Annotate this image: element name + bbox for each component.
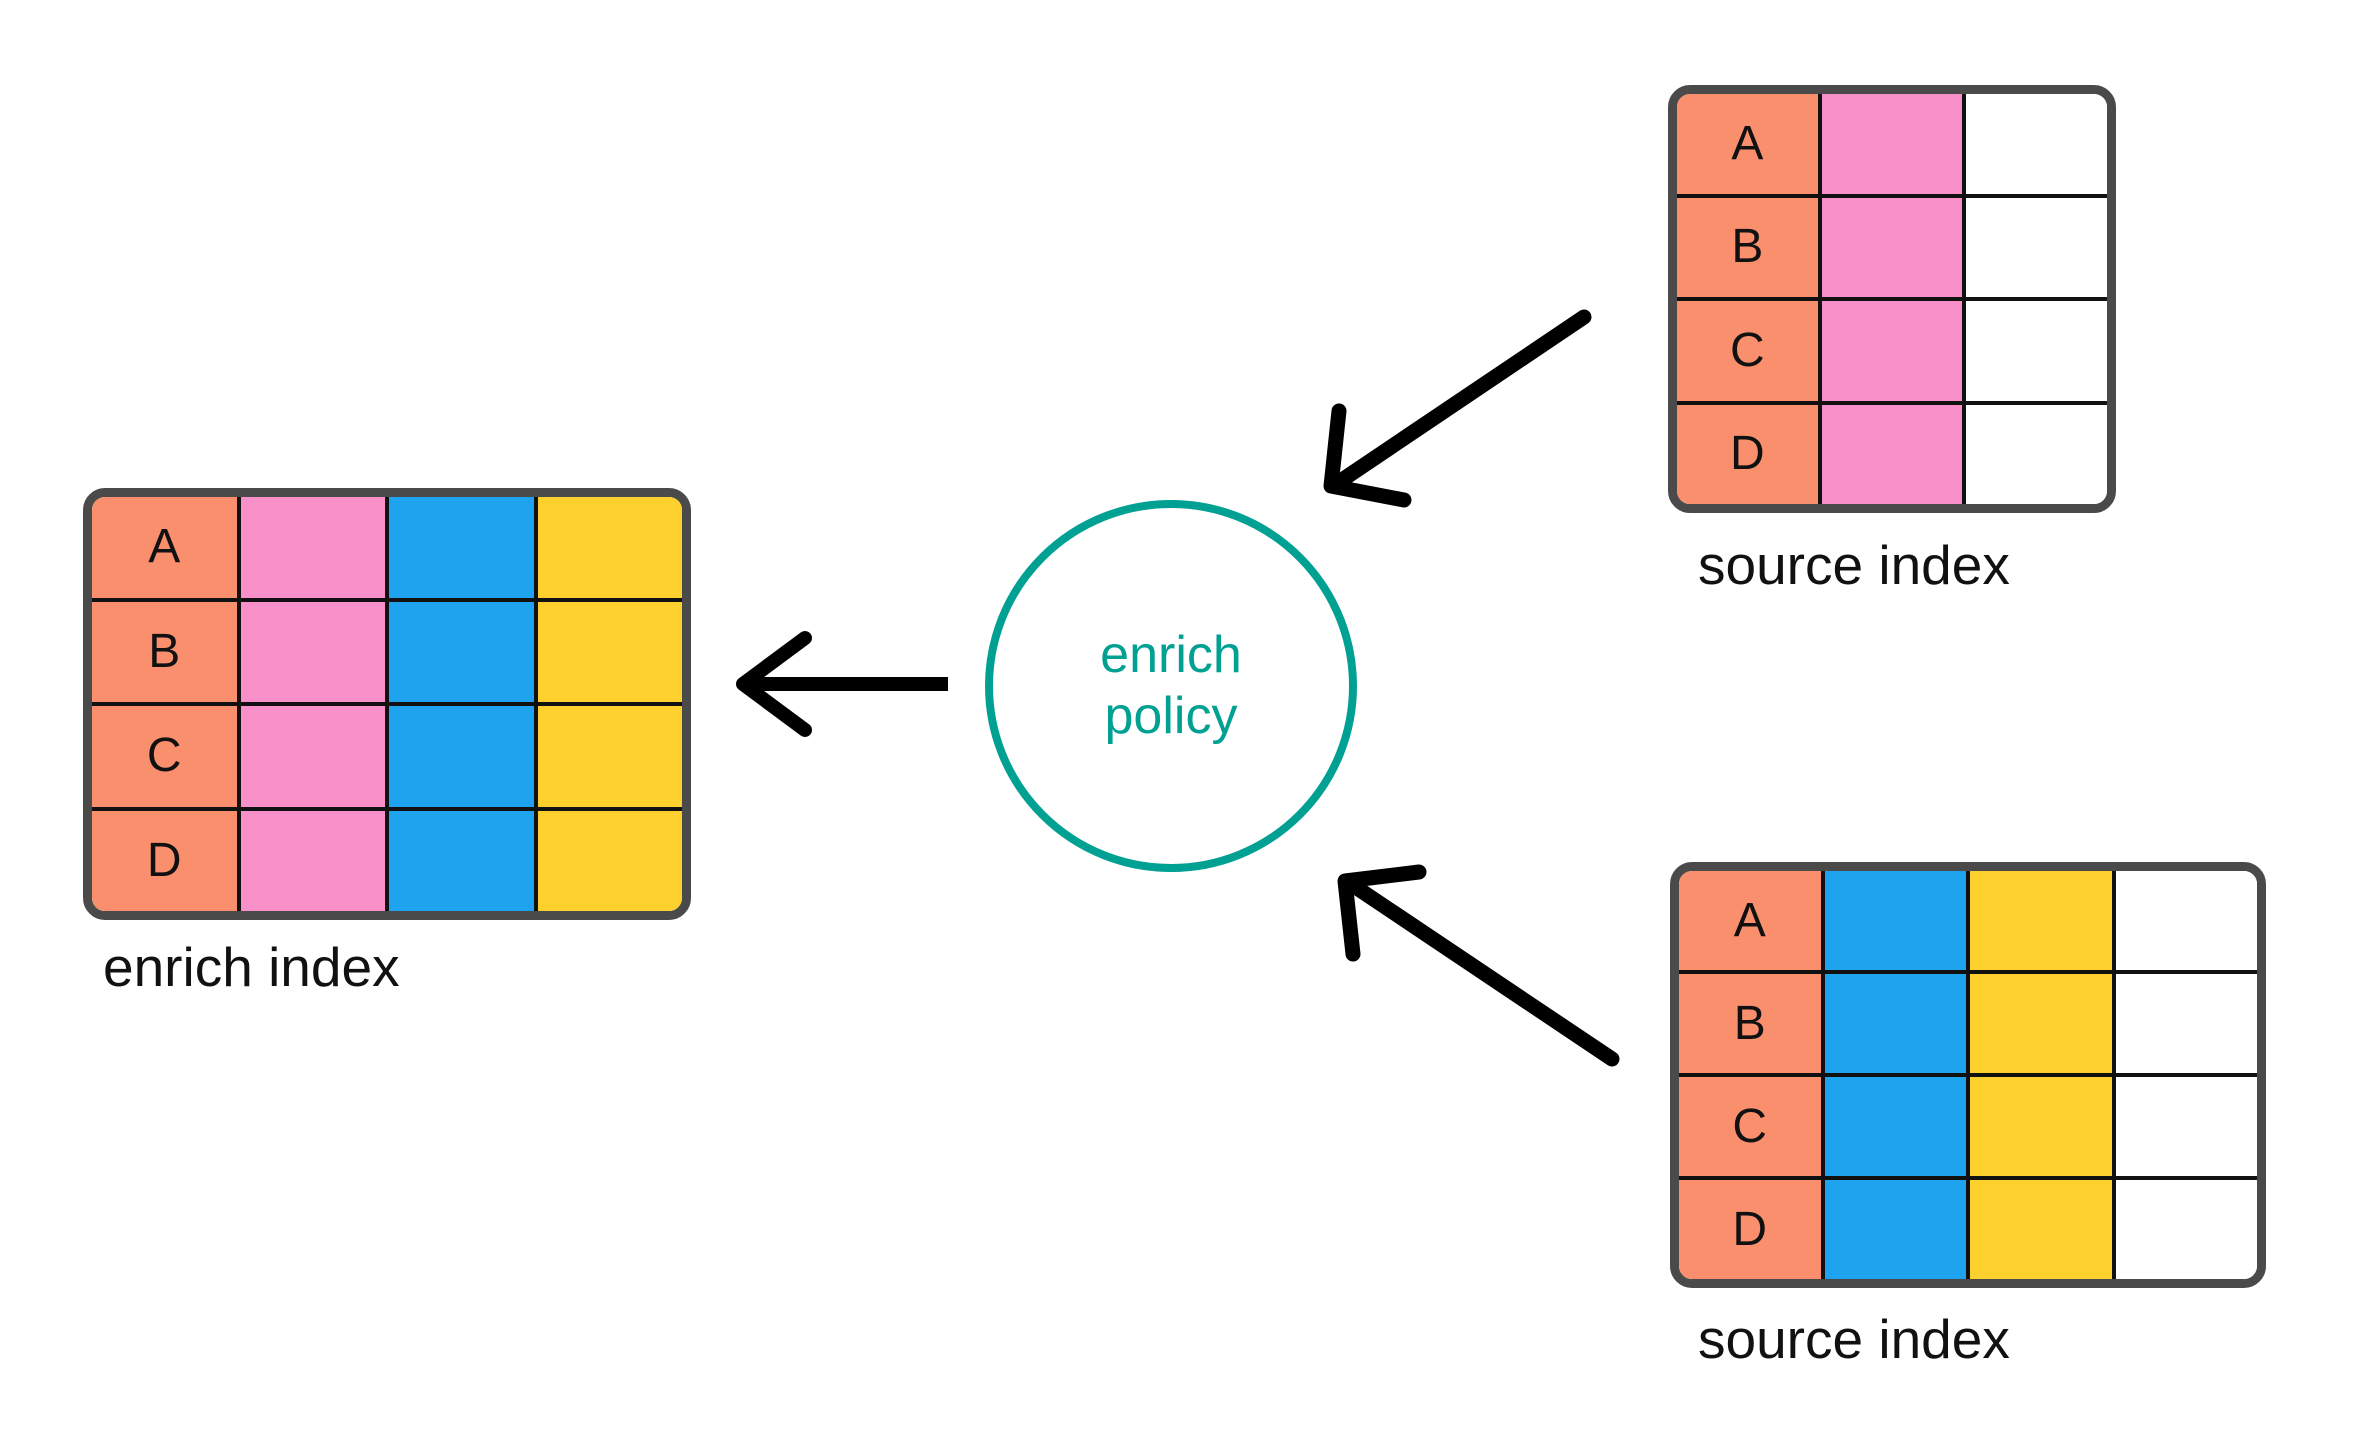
source-field-cell-empty xyxy=(2111,871,2257,970)
source-index-top-caption: source index xyxy=(1698,534,2010,596)
source-field-cell-empty xyxy=(2111,1180,2257,1279)
cell-key-label: B xyxy=(148,624,181,678)
source-field-cell-yellow xyxy=(1966,1077,2112,1176)
table-row: C xyxy=(92,702,682,807)
source-field-cell-yellow xyxy=(1966,1180,2112,1279)
source-field-cell-blue xyxy=(1820,871,1966,970)
table-row: C xyxy=(1679,1073,2257,1176)
table-row: A xyxy=(92,497,682,598)
cell-key-label: A xyxy=(1731,116,1764,170)
table-row: D xyxy=(92,806,682,911)
arrow-source-top-to-policy xyxy=(1323,309,1592,508)
source-index-top-table: A B C D xyxy=(1668,85,2116,513)
enrich-index-table: A B C D xyxy=(83,488,691,920)
cell-key-label: D xyxy=(146,833,182,887)
source-field-cell-empty xyxy=(1962,197,2107,297)
source-field-cell-empty xyxy=(2111,1077,2257,1176)
enrich-field-cell-pink xyxy=(236,810,385,911)
source-key-cell: B xyxy=(1677,197,1818,297)
source-field-cell-empty xyxy=(1962,301,2107,401)
enrich-field-cell-pink xyxy=(236,497,385,598)
table-row: C xyxy=(1677,297,2107,401)
source-key-cell: D xyxy=(1677,404,1818,504)
cell-key-label: D xyxy=(1732,1202,1768,1256)
enrich-policy-node[interactable]: enrich policy xyxy=(985,500,1357,872)
table-row: D xyxy=(1679,1176,2257,1279)
source-field-cell-pink xyxy=(1817,197,1963,297)
enrich-field-cell-yellow xyxy=(533,706,682,807)
cell-key-label: D xyxy=(1730,427,1765,481)
enrich-policy-label-line1: enrich xyxy=(1100,625,1242,684)
table-row: B xyxy=(92,597,682,702)
enrich-field-cell-yellow xyxy=(533,601,682,702)
source-index-bottom-table: A B C D xyxy=(1670,862,2266,1288)
enrich-key-cell: C xyxy=(92,706,237,807)
cell-key-label: C xyxy=(1730,323,1765,377)
source-field-cell-empty xyxy=(1962,94,2107,194)
enrich-field-cell-pink xyxy=(236,601,385,702)
source-field-cell-blue xyxy=(1820,974,1966,1073)
enrich-field-cell-blue xyxy=(385,601,534,702)
enrich-key-cell: D xyxy=(92,810,237,911)
source-field-cell-pink xyxy=(1817,404,1963,504)
cell-key-label: C xyxy=(146,729,182,783)
table-row: A xyxy=(1677,94,2107,194)
source-field-cell-empty xyxy=(2111,974,2257,1073)
source-field-cell-yellow xyxy=(1966,871,2112,970)
source-field-cell-blue xyxy=(1820,1180,1966,1279)
source-field-cell-empty xyxy=(1962,404,2107,504)
source-key-cell: C xyxy=(1677,301,1818,401)
enrich-field-cell-yellow xyxy=(533,497,682,598)
cell-key-label: A xyxy=(148,520,181,574)
source-key-cell: C xyxy=(1679,1077,1821,1176)
enrich-key-cell: A xyxy=(92,497,237,598)
cell-key-label: B xyxy=(1733,996,1766,1050)
enrich-field-cell-yellow xyxy=(533,810,682,911)
enrich-field-cell-blue xyxy=(385,810,534,911)
table-row: A xyxy=(1679,871,2257,970)
cell-key-label: B xyxy=(1731,220,1764,274)
source-field-cell-pink xyxy=(1817,301,1963,401)
enrich-field-cell-blue xyxy=(385,497,534,598)
enrich-field-cell-blue xyxy=(385,706,534,807)
source-key-cell: A xyxy=(1677,94,1818,194)
enrich-policy-label-line2: policy xyxy=(1104,687,1238,745)
source-key-cell: D xyxy=(1679,1180,1821,1279)
enrich-key-cell: B xyxy=(92,601,237,702)
source-field-cell-yellow xyxy=(1966,974,2112,1073)
enrich-field-cell-pink xyxy=(236,706,385,807)
table-row: D xyxy=(1677,400,2107,504)
table-row: B xyxy=(1677,193,2107,297)
cell-key-label: C xyxy=(1732,1099,1768,1153)
source-field-cell-pink xyxy=(1817,94,1963,194)
source-index-bottom-caption: source index xyxy=(1698,1308,2010,1370)
source-key-cell: A xyxy=(1679,871,1821,970)
cell-key-label: A xyxy=(1733,893,1766,947)
source-key-cell: B xyxy=(1679,974,1821,1073)
source-field-cell-blue xyxy=(1820,1077,1966,1176)
arrow-source-bottom-to-policy xyxy=(1337,864,1620,1067)
arrow-policy-to-enrich-index xyxy=(736,631,948,737)
table-row: B xyxy=(1679,970,2257,1073)
enrich-index-caption: enrich index xyxy=(103,936,400,998)
